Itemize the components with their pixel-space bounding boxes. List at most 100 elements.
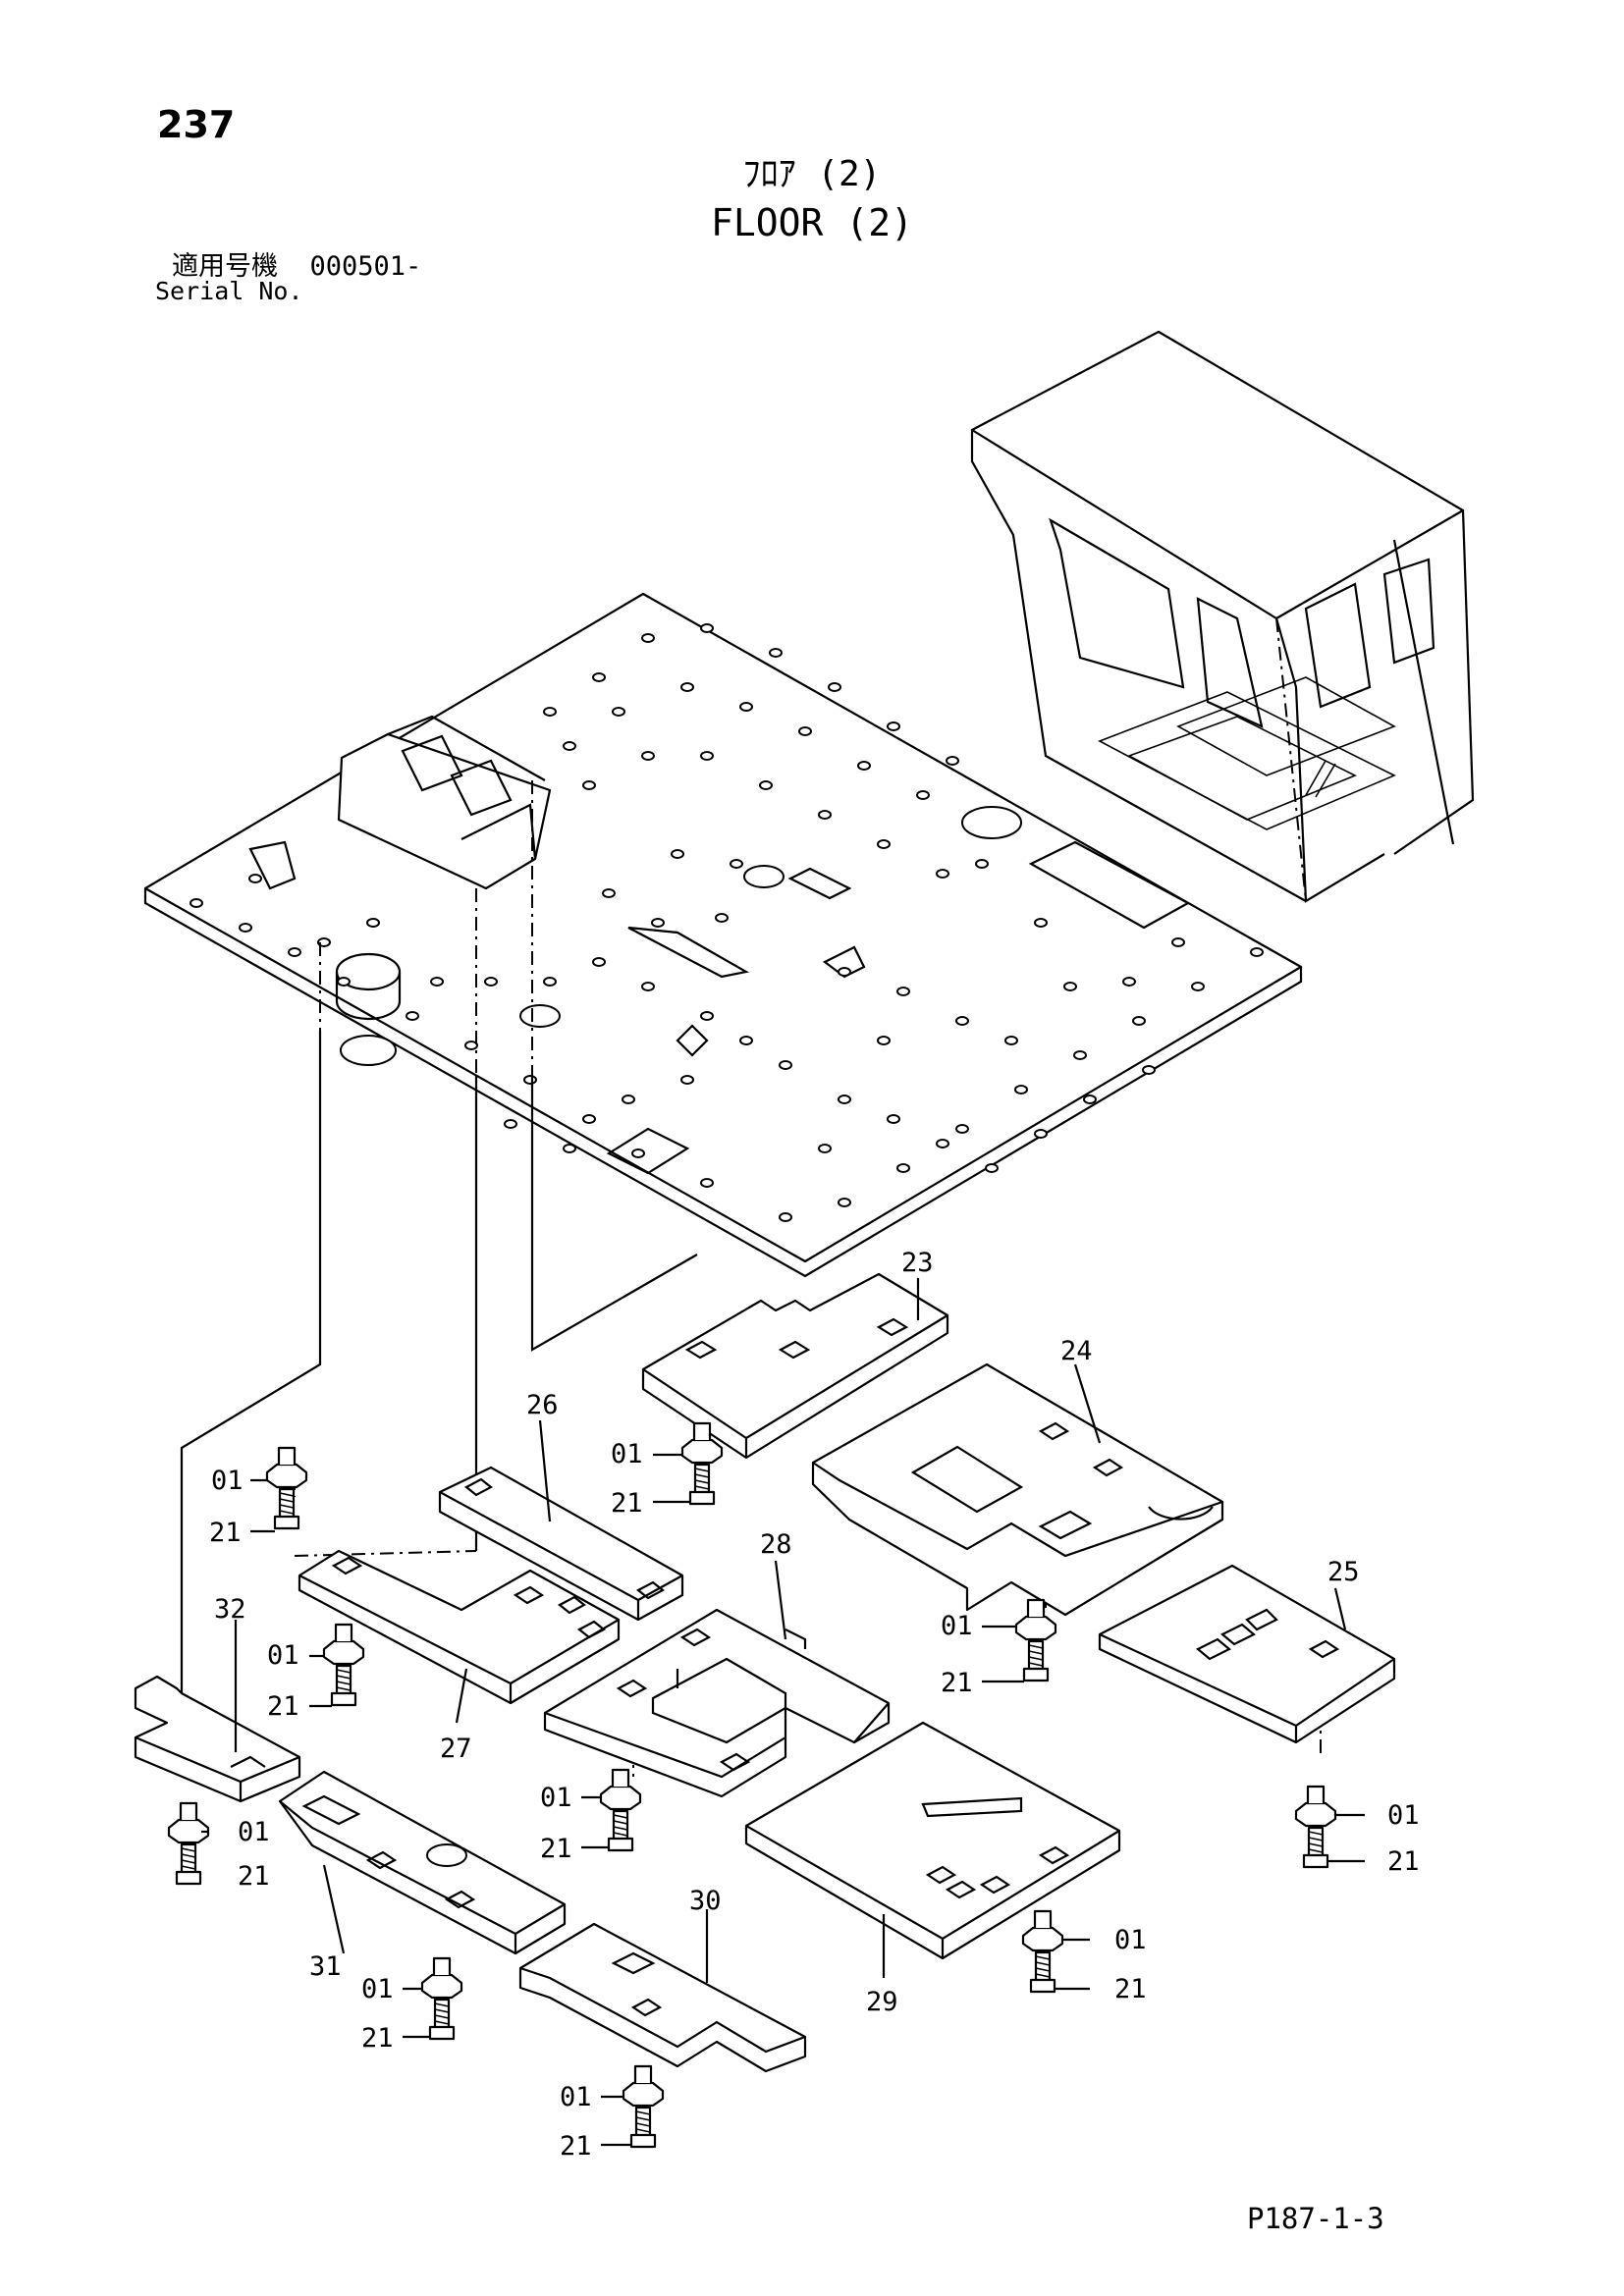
part-27 — [298, 1549, 621, 1705]
bolt-hole — [1004, 1036, 1018, 1045]
part-28 — [543, 1608, 891, 1798]
bolt-hole — [798, 726, 812, 736]
serial-range: 適用号機 000501- — [172, 253, 421, 280]
plate-nut — [322, 1639, 365, 1666]
bolt-hole — [877, 839, 891, 849]
bolt-hole — [887, 1114, 900, 1124]
plate-nut — [599, 1785, 642, 1811]
bolt-hole — [1122, 977, 1136, 987]
leader-lines — [234, 1278, 1347, 1983]
callout-01: 01 — [1114, 1925, 1147, 1955]
bolt-hole — [1250, 947, 1264, 957]
bolt-hole — [622, 1095, 635, 1104]
bolt-hole — [818, 810, 832, 820]
part-26 — [438, 1466, 684, 1622]
bolt-hole — [700, 751, 714, 761]
bolt-hole — [955, 1124, 969, 1134]
bolt-hole — [779, 1060, 792, 1070]
bolt-hole — [828, 682, 841, 692]
nut-and-bolt — [403, 1956, 463, 2041]
page-title-japanese: ﾌﾛｱ (2) — [742, 154, 882, 194]
bolt-hole — [484, 977, 498, 987]
bolt-hole — [504, 1119, 517, 1129]
bolt-hole — [563, 1144, 576, 1153]
plate-nut — [622, 2081, 665, 2108]
bolt-hole — [975, 859, 989, 869]
callout-01: 01 — [540, 1783, 572, 1813]
bolt-hole — [715, 913, 729, 923]
callout-01: 01 — [560, 2082, 592, 2112]
bolt-hole — [857, 761, 871, 771]
callout-01: 01 — [941, 1611, 973, 1641]
callout-01: 01 — [267, 1640, 299, 1671]
plate-nut — [1021, 1926, 1064, 1952]
serial-value: 000501- — [309, 251, 422, 282]
bolt-hole — [700, 623, 714, 633]
nut-and-bolt — [167, 1801, 210, 1886]
plate-nut — [1014, 1615, 1057, 1641]
bolt-hole — [700, 1178, 714, 1188]
callout-01: 01 — [211, 1466, 244, 1496]
plate-nut — [420, 1973, 463, 2000]
bolt-hole — [631, 1148, 645, 1158]
callout-29: 29 — [866, 1987, 898, 2017]
callout-21: 21 — [540, 1834, 572, 1864]
page-reference: P187-1-3 — [1247, 2202, 1384, 2235]
bolt-hole — [916, 790, 930, 800]
bolt-hole — [896, 1163, 910, 1173]
callout-01: 01 — [238, 1817, 270, 1847]
callout-30: 30 — [689, 1886, 722, 1916]
nut-and-bolt — [653, 1421, 724, 1506]
bolt-hole — [759, 780, 773, 790]
bolt-hole — [641, 633, 655, 643]
callout-01: 01 — [611, 1439, 643, 1469]
bolt-hole — [464, 1041, 478, 1050]
callout-21: 21 — [560, 2131, 592, 2162]
bolt-hole — [1142, 1065, 1156, 1075]
bolt-hole — [1063, 982, 1077, 991]
bolt-hole — [239, 923, 252, 933]
cab-assembly — [970, 330, 1475, 903]
part-25 — [1098, 1564, 1396, 1744]
callout-25: 25 — [1327, 1557, 1360, 1587]
bolt-hole — [838, 1198, 851, 1207]
bolt-hole — [779, 1212, 792, 1222]
bolt-hole — [248, 874, 262, 883]
bolt-hole — [430, 977, 444, 987]
nut-and-bolt — [982, 1598, 1057, 1683]
nut-and-bolt — [1294, 1785, 1365, 1869]
bolt-hole — [582, 780, 596, 790]
part-29 — [744, 1721, 1121, 1960]
bolt-hole — [406, 1011, 419, 1021]
bolt-hole — [985, 1163, 999, 1173]
serial-label: Serial No. — [155, 277, 303, 305]
bolt-hole — [1034, 918, 1048, 928]
plate-nut — [265, 1463, 308, 1489]
bolt-hole — [955, 1016, 969, 1026]
callout-21: 21 — [361, 2023, 394, 2054]
bolt-hole — [602, 888, 616, 898]
bolt-hole — [1073, 1050, 1087, 1060]
bolt-hole — [543, 707, 557, 717]
callout-01: 01 — [1387, 1800, 1420, 1831]
bolt-hole — [838, 1095, 851, 1104]
callout-24: 24 — [1060, 1336, 1093, 1366]
bolt-hole — [592, 957, 606, 967]
callout-21: 21 — [238, 1861, 270, 1892]
part-31 — [278, 1770, 567, 1955]
bolt-hole — [680, 1075, 694, 1085]
nut-and-bolt — [1021, 1909, 1090, 1994]
bolt-hole — [337, 977, 351, 987]
bolt-hole — [730, 859, 743, 869]
bolt-hole — [671, 849, 684, 859]
part-24 — [811, 1362, 1224, 1617]
bolt-hole — [1083, 1095, 1097, 1104]
callout-28: 28 — [760, 1529, 792, 1560]
plate-nut — [680, 1438, 724, 1465]
bolt-hole — [592, 672, 606, 682]
callout-26: 26 — [526, 1390, 559, 1420]
callout-23: 23 — [901, 1248, 934, 1278]
nut-and-bolt — [601, 2064, 665, 2149]
callout-labels: 23 24 25 26 27 28 29 30 31 32 01 21 01 2… — [209, 1248, 1420, 2162]
bolt-hole — [739, 1036, 753, 1045]
